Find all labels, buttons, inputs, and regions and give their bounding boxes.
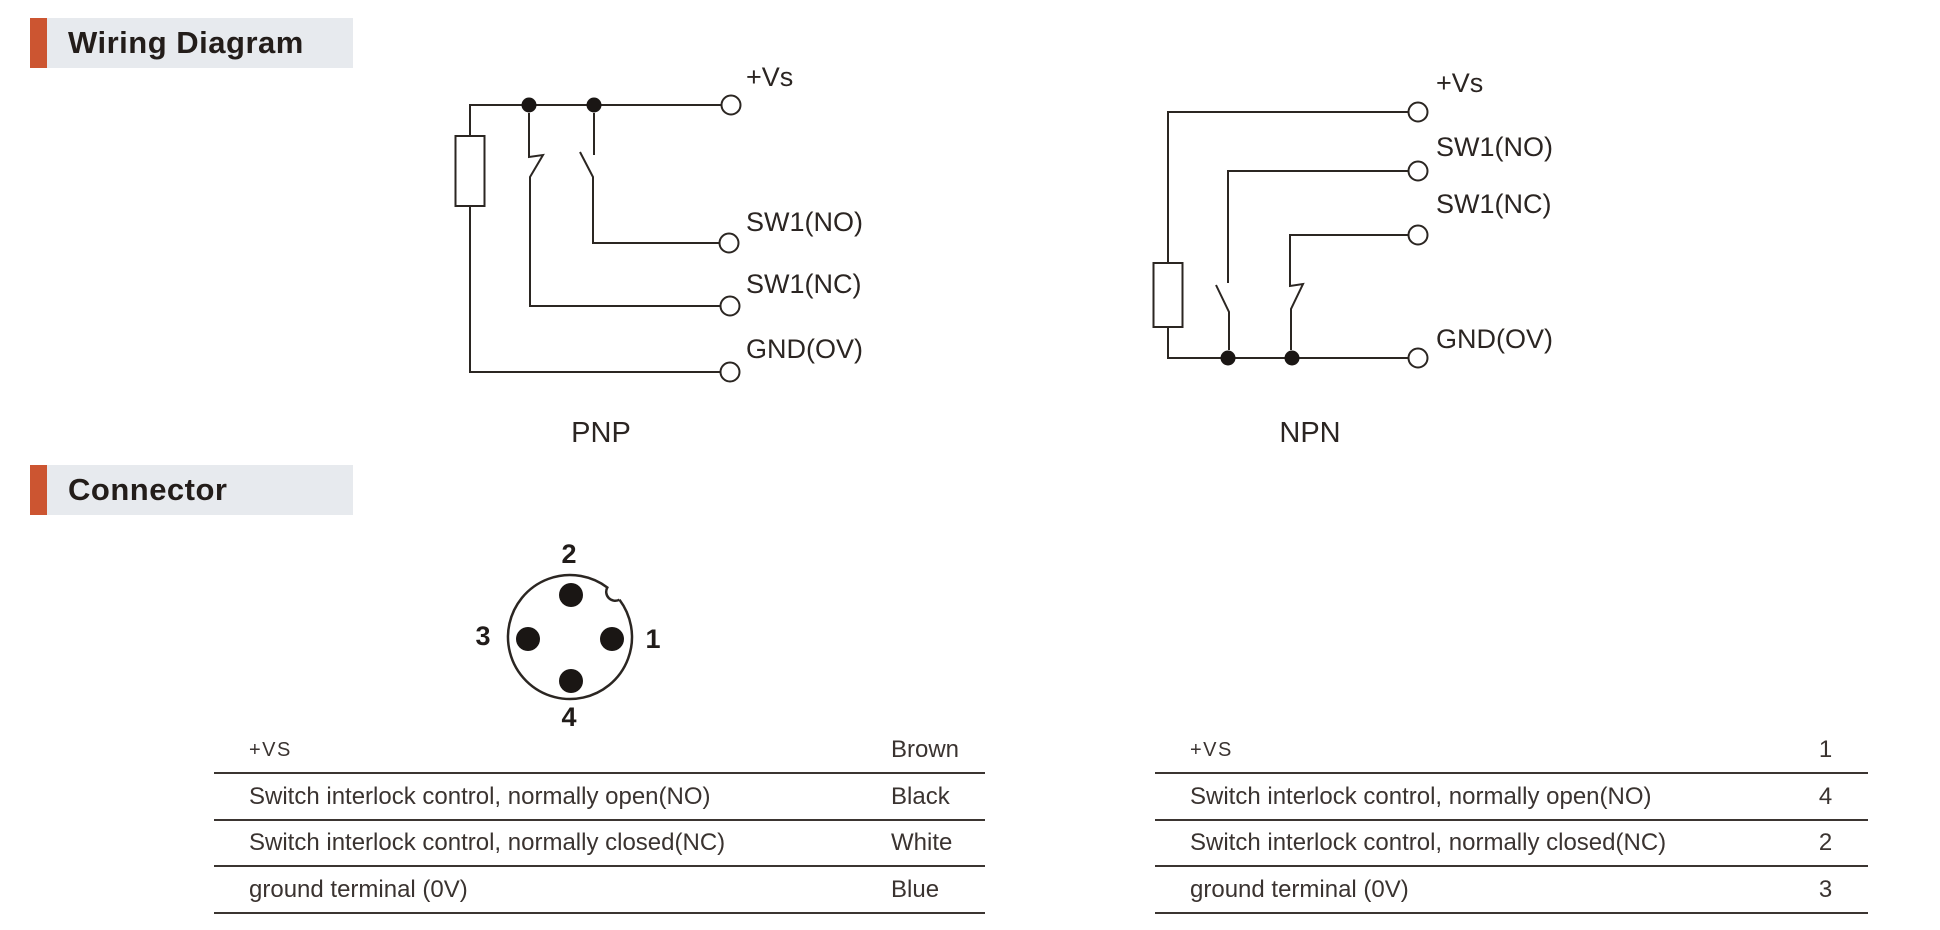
wire-color-table: +VS Brown Switch interlock control, norm…: [214, 728, 985, 914]
connector-pin-3: [516, 627, 540, 651]
wiring-section-title: Wiring Diagram: [68, 25, 304, 60]
section-header-background: Wiring Diagram: [47, 18, 353, 68]
table-row: Switch interlock control, normally open(…: [1155, 774, 1868, 821]
function-cell: +VS: [1190, 738, 1233, 761]
pnp-nc-label: SW1(NC): [746, 269, 862, 299]
npn-gnd-terminal: [1407, 347, 1429, 369]
npn-vs-label: +Vs: [1436, 68, 1484, 98]
function-cell: Switch interlock control, normally close…: [1190, 829, 1667, 856]
npn-junction-dot: [1220, 350, 1236, 366]
wire-color-cell: Black: [891, 782, 950, 810]
pnp-nc-terminal: [719, 295, 741, 317]
pnp-gnd-terminal: [719, 361, 741, 383]
pnp-junction-dot: [521, 97, 537, 113]
pnp-no-label: SW1(NO): [746, 207, 863, 237]
npn-resistor: [1152, 262, 1184, 328]
table-row: Switch interlock control, normally close…: [214, 821, 985, 867]
table-row: +VS Brown: [214, 728, 985, 774]
function-cell: ground terminal (0V): [249, 875, 468, 903]
function-cell: +VS: [249, 738, 292, 761]
connector-pin-4: [559, 669, 583, 693]
pnp-vs-label: +Vs: [746, 62, 794, 92]
npn-nc-terminal: [1407, 224, 1429, 246]
pin-number-cell: 2: [1818, 829, 1833, 856]
connector-face-diagram: [506, 573, 634, 701]
pin-2-label: 2: [561, 539, 577, 569]
pin-number-cell: 1: [1818, 736, 1833, 763]
pin-1-label: 1: [645, 624, 661, 654]
wire-color-cell: Blue: [891, 875, 940, 903]
pnp-no-switch-branch: [579, 151, 719, 244]
npn-top-rail: [1167, 111, 1408, 263]
npn-gnd-label: GND(OV): [1436, 324, 1553, 354]
function-cell: Switch interlock control, normally open(…: [1190, 782, 1652, 810]
pnp-resistor: [454, 135, 486, 207]
pnp-no-terminal: [718, 232, 740, 254]
pnp-vs-terminal: [720, 94, 742, 116]
function-cell: ground terminal (0V): [1190, 875, 1409, 903]
pnp-circuit-diagram: [454, 94, 742, 383]
npn-no-switch-pole: [1227, 170, 1408, 283]
table-row: ground terminal (0V) Blue: [214, 867, 985, 914]
section-header-background: Connector: [47, 465, 353, 515]
connector-pin-1: [600, 627, 624, 651]
pin-4-label: 4: [561, 702, 577, 732]
connector-body-outline-with-keyway: [506, 573, 634, 701]
pnp-ground-rail: [469, 206, 720, 373]
table-row: ground terminal (0V) 3: [1155, 867, 1868, 914]
npn-ground-rail: [1167, 327, 1408, 359]
accent-bar: [30, 465, 47, 515]
npn-junction-dot: [1284, 350, 1300, 366]
pin-3-label: 3: [475, 621, 491, 651]
connector-pin-2: [559, 583, 583, 607]
wire-color-cell: Brown: [891, 736, 960, 763]
table-row: Switch interlock control, normally open(…: [214, 774, 985, 821]
pin-assignment-table: +VS 1 Switch interlock control, normally…: [1155, 728, 1868, 914]
pnp-caption: PNP: [571, 417, 631, 449]
wire-color-cell: White: [891, 829, 953, 856]
function-cell: Switch interlock control, normally open(…: [249, 782, 711, 810]
pin-number-cell: 3: [1818, 875, 1833, 903]
wiring-diagram-section-header: Wiring Diagram: [30, 18, 353, 68]
function-cell: Switch interlock control, normally close…: [249, 829, 726, 856]
npn-circuit-diagram: [1152, 101, 1429, 369]
pnp-junction-dot: [586, 97, 602, 113]
pnp-gnd-label: GND(OV): [746, 334, 863, 364]
accent-bar: [30, 18, 47, 68]
npn-no-switch-blade: [1215, 284, 1230, 350]
connector-section-title: Connector: [68, 472, 228, 507]
connector-section-header: Connector: [30, 465, 353, 515]
npn-nc-switch-branch: [1289, 234, 1408, 350]
pnp-top-rail: [469, 104, 721, 136]
table-row: Switch interlock control, normally close…: [1155, 821, 1868, 867]
npn-vs-terminal: [1407, 101, 1429, 123]
npn-no-terminal: [1407, 160, 1429, 182]
npn-no-label: SW1(NO): [1436, 132, 1553, 162]
pin-number-cell: 4: [1818, 782, 1833, 810]
pnp-nc-switch-branch: [528, 113, 720, 307]
npn-caption: NPN: [1279, 417, 1341, 449]
table-row: +VS 1: [1155, 728, 1868, 774]
npn-nc-label: SW1(NC): [1436, 189, 1552, 219]
